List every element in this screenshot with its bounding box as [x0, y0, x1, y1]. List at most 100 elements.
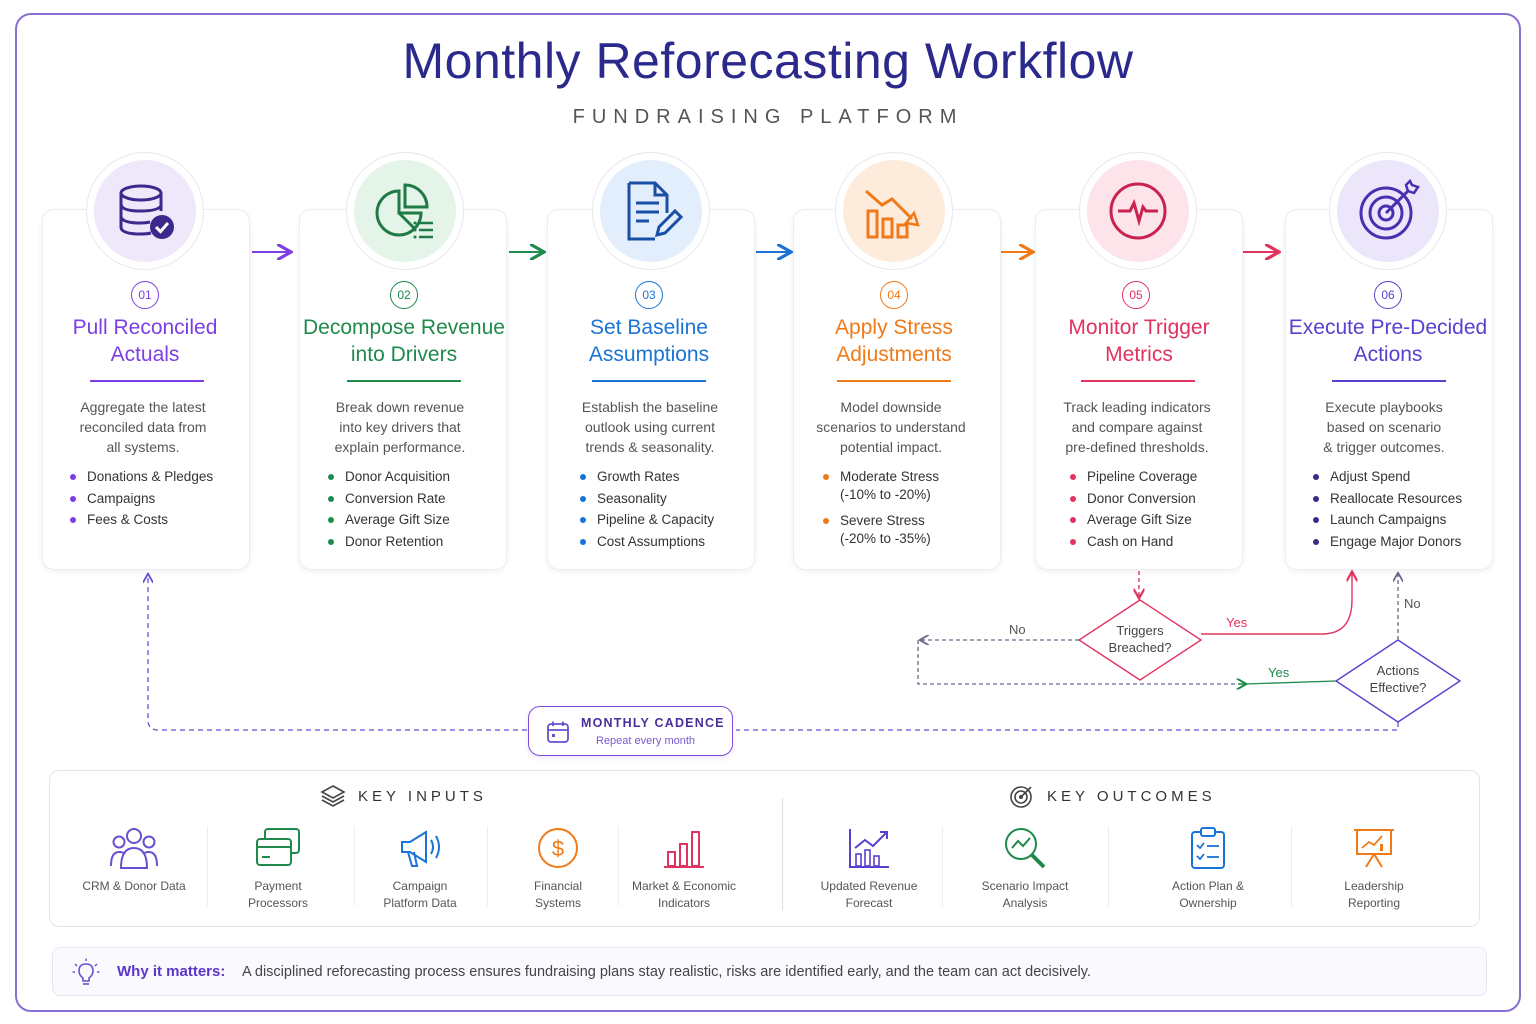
- title-line: Apply Stress: [835, 316, 953, 339]
- step-card-1: [42, 209, 250, 570]
- item-divider: [1108, 826, 1109, 906]
- declining-chart-icon: [865, 189, 920, 239]
- step-bullets: Growth Rates Seasonality Pipeline & Capa…: [580, 466, 714, 552]
- label-line: Analysis: [1002, 896, 1048, 910]
- step-number: 03: [635, 281, 663, 309]
- bullet-text: Moderate Stress: [840, 469, 940, 484]
- title-underline: [90, 380, 204, 382]
- decision-line: Breached?: [1108, 640, 1172, 655]
- people-icon: [110, 828, 158, 869]
- desc-line: potential impact.: [840, 439, 942, 455]
- bullet-item: Donations & Pledges: [70, 466, 213, 488]
- bullet-item: Moderate Stress (-10% to -20%): [823, 466, 939, 510]
- desc-line: Track leading indicators: [1063, 399, 1211, 415]
- item-divider: [942, 826, 943, 906]
- cadence-title: MONTHLY CADENCE: [581, 716, 725, 730]
- title-line: Actions: [1353, 343, 1423, 366]
- step-description: Track leading indicators and compare aga…: [1037, 397, 1237, 457]
- key-input-item: CRM & Donor Data: [69, 820, 199, 895]
- item-divider: [207, 826, 208, 906]
- step-icon-halo: [86, 152, 204, 270]
- label-line: Action Plan &: [1171, 879, 1245, 893]
- page-title: Monthly Reforecasting Workflow: [402, 33, 1134, 89]
- desc-line: pre-defined thresholds.: [1065, 439, 1209, 455]
- step-icon-halo: [835, 152, 953, 270]
- yes-label: Yes: [1226, 615, 1248, 630]
- bullet-item: Severe Stress (-20% to -35%): [823, 510, 939, 554]
- desc-line: Model downside: [840, 399, 942, 415]
- why-label: Why it matters:: [117, 963, 226, 980]
- desc-line: Aggregate the latest: [80, 399, 206, 415]
- svg-text:$: $: [552, 836, 564, 861]
- step-bullets: Pipeline Coverage Donor Conversion Avera…: [1070, 466, 1197, 552]
- desc-line: based on scenario: [1326, 419, 1442, 435]
- target-icon: [1010, 786, 1032, 808]
- step-title: Pull Reconciled Actuals: [30, 314, 260, 368]
- title-line: Actuals: [110, 343, 180, 366]
- label-line: Campaign: [392, 879, 448, 893]
- no-label: No: [1009, 622, 1026, 637]
- title-line: Assumptions: [588, 343, 710, 366]
- bullet-text: (-10% to -20%): [840, 486, 931, 502]
- desc-line: and compare against: [1071, 419, 1203, 435]
- step-number: 01: [131, 281, 159, 309]
- credit-card-icon: [256, 828, 300, 866]
- step-description: Aggregate the latest reconciled data fro…: [43, 397, 243, 457]
- step-title: Monitor Trigger Metrics: [1024, 314, 1254, 368]
- bullet-item: Conversion Rate: [328, 488, 450, 510]
- calendar-icon: [547, 721, 569, 743]
- document-edit-icon: [627, 181, 683, 241]
- label-line: Processors: [247, 896, 309, 910]
- step-description: Execute playbooks based on scenario & tr…: [1284, 397, 1484, 457]
- step-icon-halo: [1329, 152, 1447, 270]
- step-icon-halo: [592, 152, 710, 270]
- label-line: Forecast: [845, 896, 893, 910]
- item-divider: [354, 826, 355, 906]
- desc-line: scenarios to understand: [816, 419, 966, 435]
- why-it-matters-banner: [52, 947, 1487, 996]
- item-label: CRM & Donor Data: [82, 879, 186, 893]
- title-underline: [1081, 380, 1195, 382]
- lightbulb-icon: [72, 958, 100, 985]
- pie-chart-list-icon: [375, 183, 433, 239]
- bullet-item: Reallocate Resources: [1313, 488, 1462, 510]
- bullet-item: Cost Assumptions: [580, 531, 714, 553]
- step-icon-halo: [346, 152, 464, 270]
- pulse-monitor-icon: [1109, 182, 1167, 240]
- item-divider: [487, 826, 488, 906]
- bullet-item: Seasonality: [580, 488, 714, 510]
- step-number: 04: [880, 281, 908, 309]
- database-check-icon: [119, 184, 174, 239]
- item-label: Action Plan & Ownership: [1143, 878, 1273, 912]
- label-line: Scenario Impact: [981, 879, 1069, 893]
- item-divider: [618, 826, 619, 906]
- label-line: Ownership: [1179, 896, 1237, 910]
- step-bullets: Moderate Stress (-10% to -20%) Severe Str…: [823, 466, 939, 554]
- bullet-text: (-20% to -35%): [840, 530, 931, 546]
- item-divider: [1291, 826, 1292, 906]
- title-underline: [837, 380, 951, 382]
- label-line: Reporting: [1347, 896, 1401, 910]
- bullet-text: Severe Stress: [840, 513, 925, 528]
- bullet-item: Launch Campaigns: [1313, 509, 1462, 531]
- step-bullets: Donations & Pledges Campaigns Fees & Cos…: [70, 466, 213, 531]
- step-title: Decompose Revenue into Drivers: [289, 314, 519, 368]
- title-line: into Drivers: [350, 343, 458, 366]
- step-description: Model downside scenarios to understand p…: [791, 397, 991, 457]
- bullet-item: Pipeline & Capacity: [580, 509, 714, 531]
- step-number: 05: [1122, 281, 1150, 309]
- desc-line: Execute playbooks: [1325, 399, 1443, 415]
- decision-line: Actions: [1376, 663, 1420, 678]
- bar-chart-icon: [664, 831, 704, 868]
- bullet-item: Adjust Spend: [1313, 466, 1462, 488]
- title-line: Monitor Trigger: [1068, 316, 1210, 339]
- bullet-item: Growth Rates: [580, 466, 714, 488]
- title-line: Pull Reconciled: [72, 316, 218, 339]
- step-bullets: Donor Acquisition Conversion Rate Averag…: [328, 466, 450, 552]
- bullet-item: Average Gift Size: [328, 509, 450, 531]
